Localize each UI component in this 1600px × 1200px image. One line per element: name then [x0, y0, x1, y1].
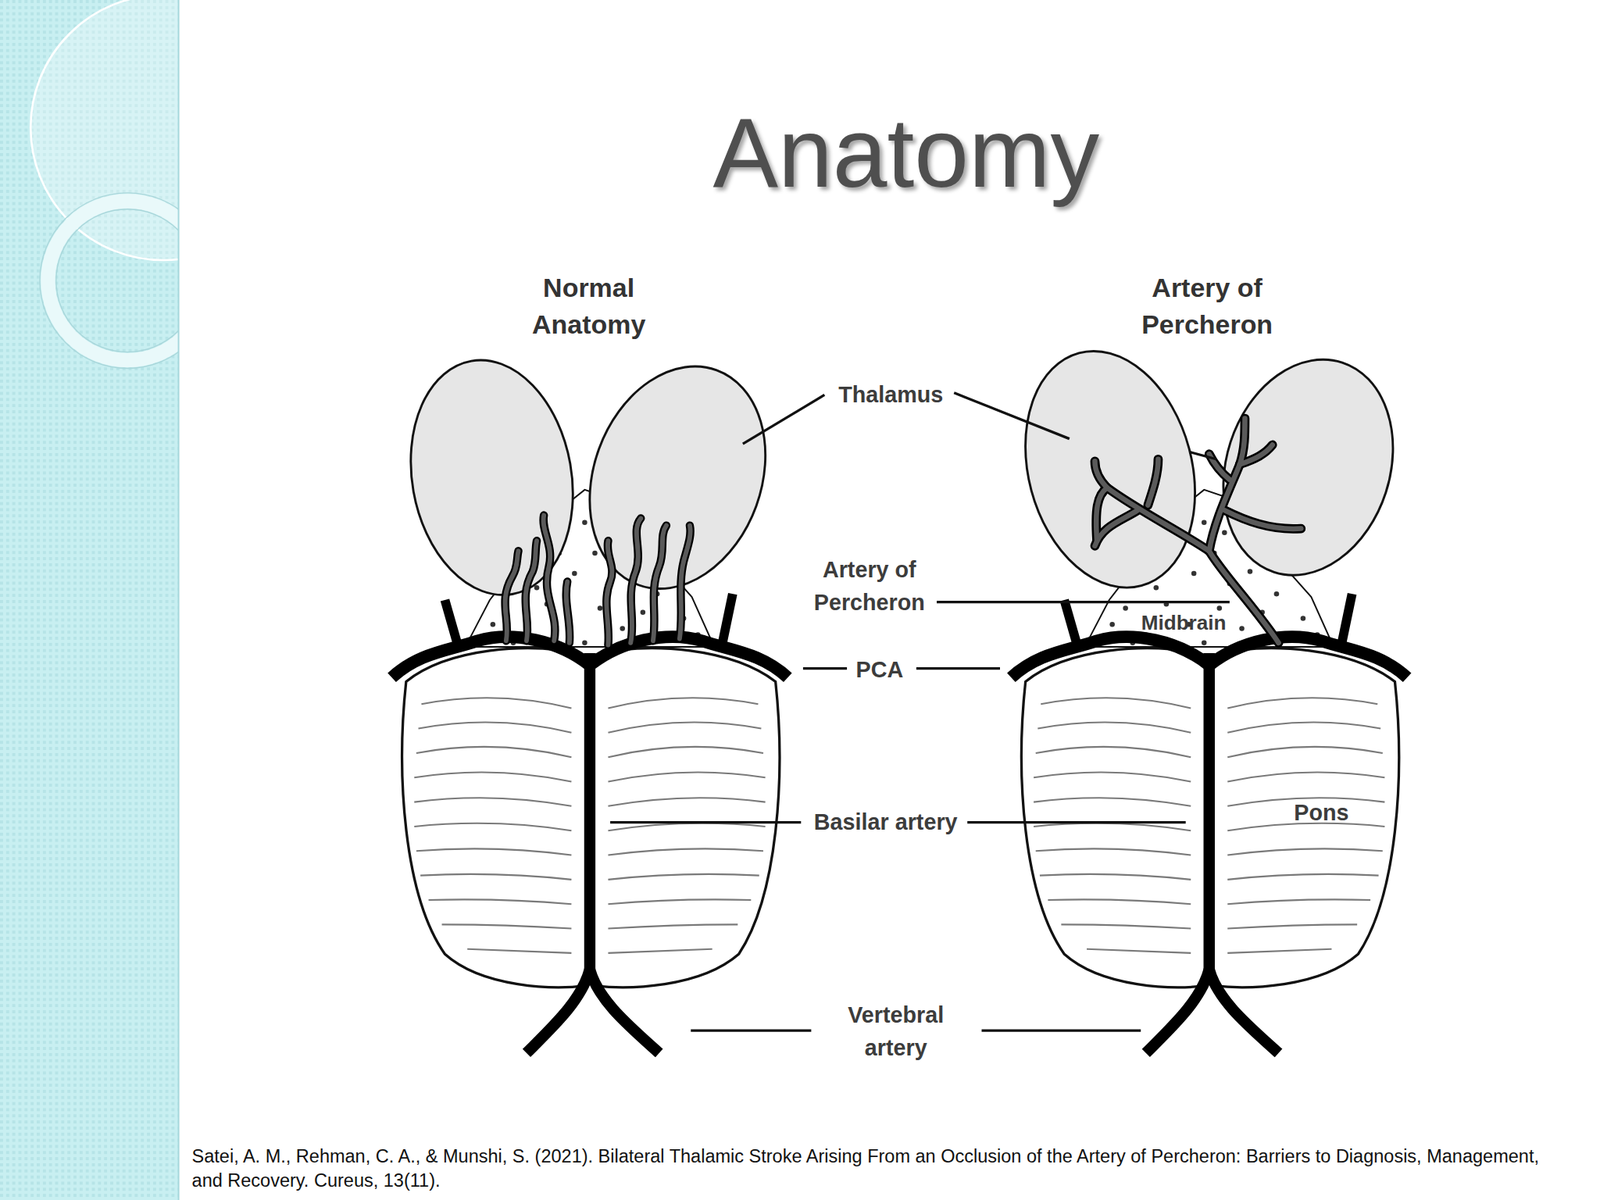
percheron-outline — [1094, 418, 1301, 643]
deco-ring — [39, 192, 179, 369]
normal-anatomy — [392, 341, 796, 1054]
percheron-artery — [1094, 418, 1301, 643]
leader-line — [936, 600, 1230, 604]
percheron-anatomy — [1000, 332, 1420, 1054]
thalamus-shape — [1196, 337, 1420, 598]
leader-line — [610, 821, 801, 824]
perforator-artery — [505, 515, 691, 646]
panel-heading: Artery of Percheron — [1120, 269, 1294, 343]
leader-line — [690, 1029, 811, 1033]
thalamus-shape — [392, 346, 591, 608]
slide-title: Anatomy — [600, 96, 1213, 210]
side-band — [0, 0, 179, 1200]
leader-line — [803, 667, 847, 670]
part-label: Thalamus — [819, 379, 963, 411]
panel-heading: Normal Anatomy — [507, 269, 671, 343]
leader-line — [1189, 452, 1217, 460]
deco-ring — [30, 0, 179, 261]
leader-lines — [610, 392, 1230, 1031]
part-label: PCA — [839, 655, 921, 686]
leader-line — [967, 821, 1186, 824]
thalamus-shape — [1000, 332, 1221, 608]
band-edge — [178, 0, 180, 1200]
part-label: Vertebral artery — [832, 999, 960, 1065]
region-label: Midbrain — [1122, 609, 1246, 636]
deco-ring — [56, 209, 179, 353]
leader-line — [953, 392, 1070, 440]
deco-ring — [47, 200, 179, 361]
region-label: Pons — [1275, 797, 1368, 829]
thalamus-shape — [560, 341, 796, 614]
leader-line — [916, 667, 1000, 670]
leader-line — [981, 1029, 1141, 1033]
part-label: Artery of Percheron — [802, 553, 937, 620]
part-label: Basilar artery — [783, 807, 988, 838]
leader-line — [742, 394, 825, 444]
perforator-outline — [505, 515, 691, 646]
citation: Satei, A. M., Rehman, C. A., & Munshi, S… — [192, 1143, 1560, 1193]
